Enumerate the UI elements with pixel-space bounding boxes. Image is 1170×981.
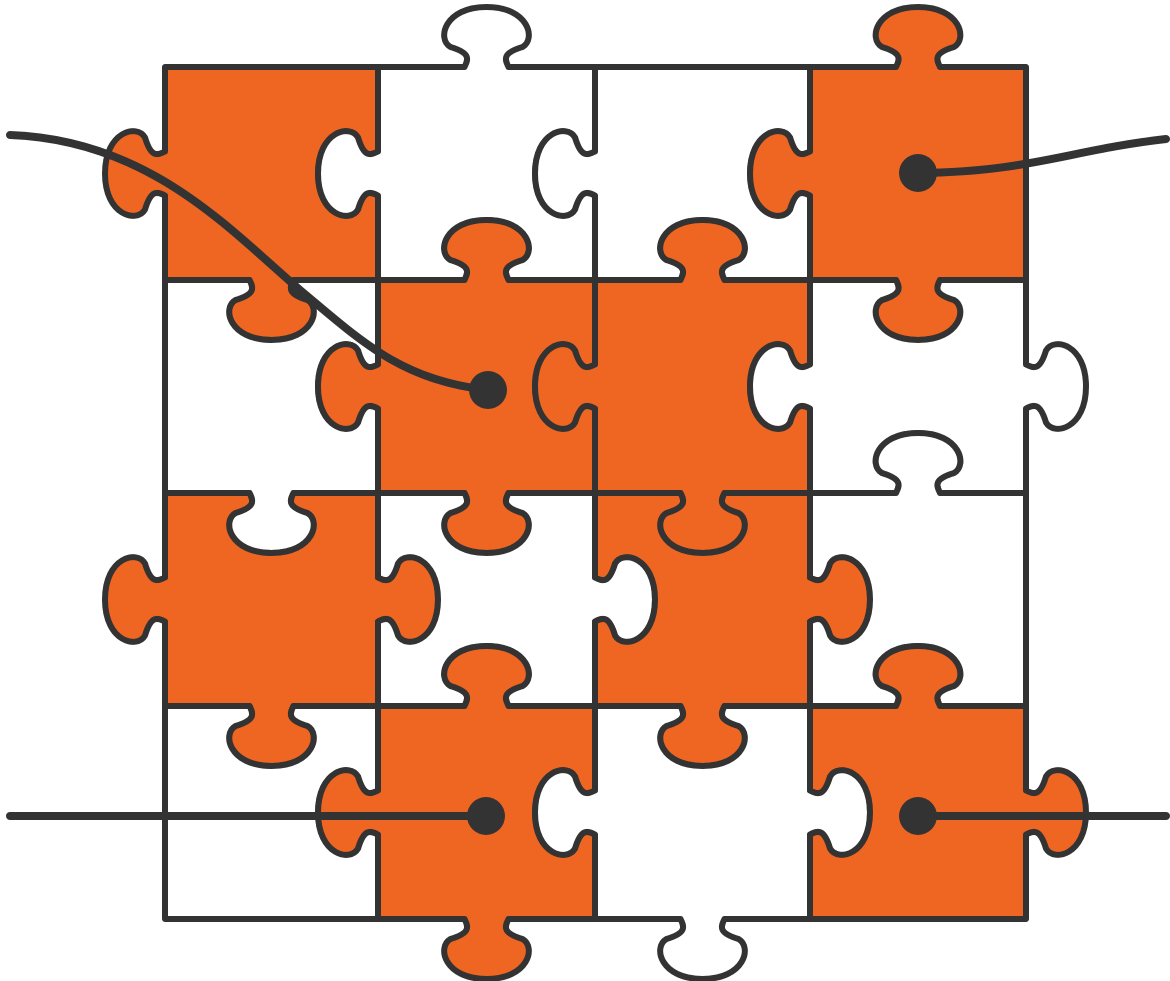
pieces-layer bbox=[105, 7, 1086, 979]
line-bottom-left-node bbox=[467, 797, 505, 835]
curve-top-left-node bbox=[469, 371, 507, 409]
line-bottom-right-node bbox=[899, 797, 937, 835]
curve-top-right-node bbox=[899, 154, 937, 192]
